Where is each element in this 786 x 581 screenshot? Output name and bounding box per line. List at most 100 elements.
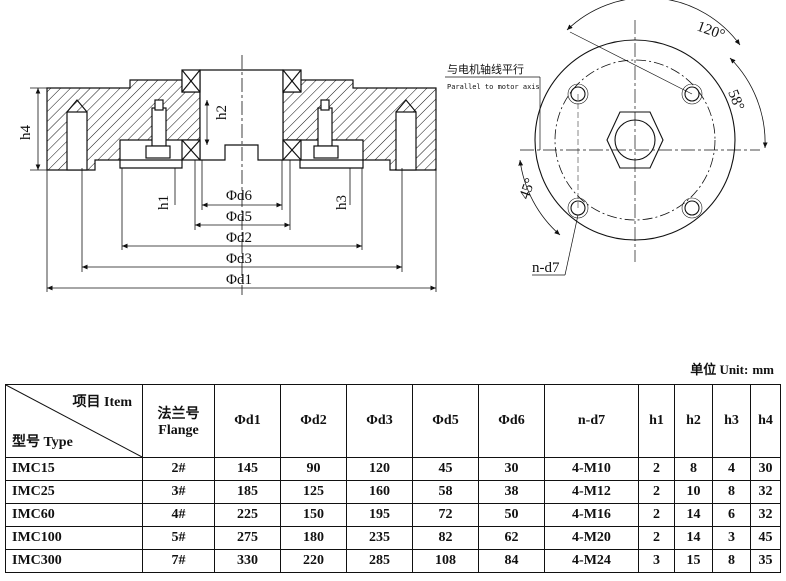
col-header: h1	[638, 384, 675, 458]
value-cell: 4-M10	[544, 457, 639, 481]
value-cell: 150	[280, 503, 347, 527]
value-cell: 2#	[142, 457, 215, 481]
type-cell: IMC25	[5, 480, 143, 504]
dim-d3: Φd3	[226, 251, 252, 267]
hole-label: n-d7	[532, 260, 560, 276]
col-header: Φd6	[478, 384, 545, 458]
value-cell: 30	[750, 457, 781, 481]
dim-h2: h2	[214, 105, 230, 120]
value-cell: 330	[214, 549, 281, 573]
axis-note-en: Parallel to motor axis	[447, 83, 540, 91]
value-cell: 6	[712, 503, 751, 527]
value-cell: 35	[750, 549, 781, 573]
value-cell: 108	[412, 549, 479, 573]
col-header: h3	[712, 384, 751, 458]
value-cell: 38	[478, 480, 545, 504]
value-cell: 58	[412, 480, 479, 504]
dim-h3: h3	[334, 195, 350, 210]
value-cell: 145	[214, 457, 281, 481]
unit-label: 单位 Unit:mm	[690, 362, 774, 377]
value-cell: 275	[214, 526, 281, 550]
dim-d1: Φd1	[226, 272, 252, 288]
col-header: n-d7	[544, 384, 639, 458]
type-cell: IMC100	[5, 526, 143, 550]
value-cell: 220	[280, 549, 347, 573]
angle-45: 45°	[517, 176, 539, 201]
value-cell: 3	[638, 549, 675, 573]
value-cell: 2	[638, 457, 675, 481]
value-cell: 180	[280, 526, 347, 550]
corner-header: 项目 Item 型号 Type	[5, 384, 143, 458]
value-cell: 3#	[142, 480, 215, 504]
value-cell: 160	[346, 480, 413, 504]
value-cell: 82	[412, 526, 479, 550]
value-cell: 225	[214, 503, 281, 527]
value-cell: 84	[478, 549, 545, 573]
value-cell: 5#	[142, 526, 215, 550]
corner-type-label: 型号 Type	[12, 435, 73, 450]
value-cell: 4#	[142, 503, 215, 527]
value-cell: 4-M16	[544, 503, 639, 527]
value-cell: 2	[638, 503, 675, 527]
type-cell: IMC300	[5, 549, 143, 573]
value-cell: 125	[280, 480, 347, 504]
value-cell: 30	[478, 457, 545, 481]
value-cell: 15	[674, 549, 713, 573]
value-cell: 3	[712, 526, 751, 550]
corner-item-label: 项目 Item	[72, 395, 133, 410]
value-cell: 62	[478, 526, 545, 550]
value-cell: 4-M20	[544, 526, 639, 550]
value-cell: 235	[346, 526, 413, 550]
value-cell: 90	[280, 457, 347, 481]
value-cell: 50	[478, 503, 545, 527]
technical-drawing: h4 h2 h1 h3 Φd6 Φd5 Φd2 Φd3 Φd1 与电机轴线平行 …	[18, 0, 768, 295]
col-header: Φd5	[412, 384, 479, 458]
value-cell: 14	[674, 503, 713, 527]
value-cell: 185	[214, 480, 281, 504]
angle-58: 58°	[724, 88, 747, 113]
value-cell: 32	[750, 503, 781, 527]
col-header: h2	[674, 384, 713, 458]
value-cell: 72	[412, 503, 479, 527]
unit-value: mm	[752, 362, 774, 377]
value-cell: 45	[412, 457, 479, 481]
col-header: Φd1	[214, 384, 281, 458]
value-cell: 285	[346, 549, 413, 573]
value-cell: 120	[346, 457, 413, 481]
value-cell: 14	[674, 526, 713, 550]
value-cell: 4-M12	[544, 480, 639, 504]
dim-d2: Φd2	[226, 230, 252, 246]
value-cell: 7#	[142, 549, 215, 573]
col-header: Φd3	[346, 384, 413, 458]
col-header: h4	[750, 384, 781, 458]
value-cell: 8	[712, 549, 751, 573]
value-cell: 2	[638, 480, 675, 504]
dim-h1: h1	[156, 195, 172, 210]
axis-note-cn: 与电机轴线平行	[447, 62, 524, 76]
dim-h4: h4	[18, 125, 34, 141]
section-view	[46, 55, 437, 295]
dim-d6: Φd6	[226, 188, 252, 204]
value-cell: 195	[346, 503, 413, 527]
col-header: Φd2	[280, 384, 347, 458]
value-cell: 8	[712, 480, 751, 504]
value-cell: 4-M24	[544, 549, 639, 573]
value-cell: 45	[750, 526, 781, 550]
dim-d5: Φd5	[226, 209, 252, 225]
angle-120: 120°	[695, 19, 727, 44]
type-cell: IMC60	[5, 503, 143, 527]
front-view	[445, 0, 768, 276]
value-cell: 2	[638, 526, 675, 550]
value-cell: 8	[674, 457, 713, 481]
value-cell: 4	[712, 457, 751, 481]
value-cell: 32	[750, 480, 781, 504]
